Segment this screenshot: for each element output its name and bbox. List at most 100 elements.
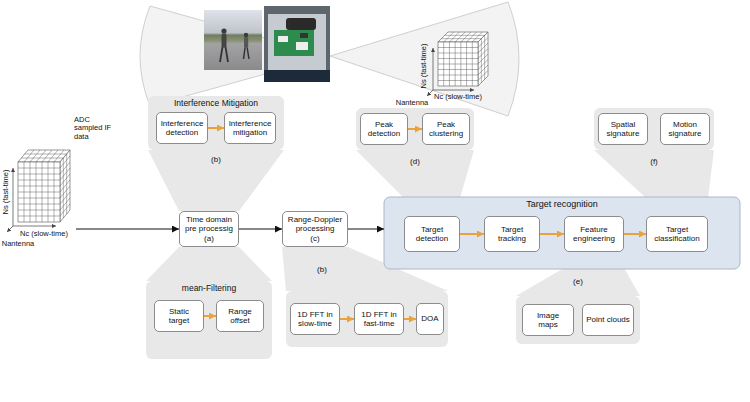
process-box: Image maps	[522, 304, 574, 336]
process-box: 1D FFT in fast-time	[354, 303, 404, 335]
group-heading: mean-Filtering	[146, 284, 272, 293]
callout-label: (d)	[410, 158, 420, 167]
box-label: Target tracking	[488, 225, 536, 243]
process-box: Range offset	[216, 300, 264, 332]
data-cube	[427, 32, 488, 96]
flow-arrow	[404, 318, 416, 320]
input-arrow	[76, 229, 179, 230]
person-head	[221, 28, 226, 33]
radar-housing	[268, 14, 326, 72]
callout-label: (b)	[317, 266, 327, 275]
box-label: Time domain pre processig	[183, 215, 235, 233]
flow-arrow	[540, 233, 564, 235]
axis-arrow	[427, 90, 433, 96]
group-heading: Interference Mitigation	[148, 99, 284, 108]
process-box: Target tracking	[484, 216, 540, 252]
axis-label: Ns (fast-time)	[2, 170, 10, 215]
process-box: Motion signature	[660, 113, 710, 145]
group-panel-fill	[148, 96, 284, 150]
radar-antenna	[286, 18, 316, 30]
zoom-wedge	[356, 150, 474, 198]
flow-arrow	[208, 127, 224, 129]
callout-label: (e)	[573, 278, 583, 287]
photo-floor	[264, 70, 330, 82]
zoom-wedge	[148, 150, 284, 211]
process-box: Interference detection	[156, 112, 208, 144]
box-label: DOA	[420, 314, 440, 323]
box-label: Interference detection	[160, 119, 204, 137]
person-head	[244, 33, 248, 37]
person-body	[244, 37, 248, 48]
group-panel-fill	[286, 291, 448, 347]
process-box: 1D FFT in slow-time	[290, 303, 340, 335]
group-panel: Static target Range offset mean-Filtering	[146, 281, 272, 359]
group-panel-fill	[594, 108, 714, 150]
process-box: Peak clustering	[422, 113, 470, 145]
zoom-wedge	[146, 247, 272, 281]
flow-arrow	[340, 318, 354, 320]
process-box: DOA	[416, 303, 444, 335]
process-box: Interference mitigation	[224, 112, 276, 144]
flow-arrow	[408, 128, 422, 130]
flow-arrow	[204, 315, 216, 317]
person-legs	[244, 48, 250, 59]
process-box: Peak detection	[360, 113, 408, 145]
input-arrows	[76, 229, 179, 230]
process-box: Target detection	[404, 216, 460, 252]
box-label: Feature engineering	[568, 225, 620, 243]
process-box: Target classification	[646, 216, 708, 252]
box-label: Peak clustering	[426, 120, 466, 138]
box-label: 1D FFT in slow-time	[294, 310, 336, 328]
radar-photo	[264, 6, 330, 82]
box-label: Peak detection	[364, 120, 404, 138]
photo-ground	[204, 10, 262, 70]
flow-arrow	[239, 229, 282, 230]
scene-photo	[204, 10, 262, 70]
axis-arrow	[7, 226, 13, 232]
process-box: Static target	[154, 300, 204, 332]
axis-arrow	[433, 90, 474, 91]
axis-label: Ns (fast-time)	[420, 44, 428, 89]
data-cube	[7, 150, 70, 232]
box-label: Static target	[158, 307, 200, 325]
radar-beam-left	[140, 6, 330, 106]
callout-label: Nantenna	[2, 240, 35, 248]
box-label: (c)	[286, 234, 344, 243]
radar-board	[274, 30, 314, 56]
box-label: Point clouds	[586, 315, 630, 324]
group-panel-fill	[356, 108, 474, 150]
group-panels	[146, 96, 740, 359]
group-panel: Interference detection Interference mitig…	[148, 96, 284, 150]
box-label: Target detection	[408, 225, 456, 243]
box-label: 1D FFT in fast-time	[358, 310, 400, 328]
box-label: Range-Doppler processing	[286, 215, 344, 233]
callout-label: (f)	[650, 158, 658, 167]
flow-arrow	[348, 229, 384, 230]
callout-label: Nc (slow-time)	[434, 93, 482, 101]
axis-arrow	[433, 48, 434, 90]
box-label: Motion signature	[664, 120, 706, 138]
figure-caption: ADC sampled IF data	[74, 116, 116, 141]
group-heading: Target recognition	[384, 200, 740, 210]
zoom-wedge	[516, 268, 640, 296]
group-panel-fill	[146, 281, 272, 359]
flow-arrow	[460, 233, 484, 235]
person-body	[222, 34, 227, 48]
process-box: Feature engineering	[564, 216, 624, 252]
process-box: Time domain pre processig(a)	[179, 211, 239, 247]
callout-label: (b)	[211, 156, 221, 165]
box-label: Range offset	[220, 307, 260, 325]
process-box: Range-Doppler processing(c)	[282, 211, 348, 247]
photo-background	[264, 6, 330, 82]
axis-arrow	[13, 226, 56, 227]
box-label: Spatial signature	[602, 120, 644, 138]
person-legs	[220, 47, 228, 62]
box-label: Interference mitigation	[228, 119, 272, 137]
flow-arrow	[624, 233, 646, 235]
callout-label: Nc (slow-time)	[20, 230, 68, 238]
zoom-wedge	[594, 150, 714, 198]
cube-grid	[18, 150, 70, 222]
